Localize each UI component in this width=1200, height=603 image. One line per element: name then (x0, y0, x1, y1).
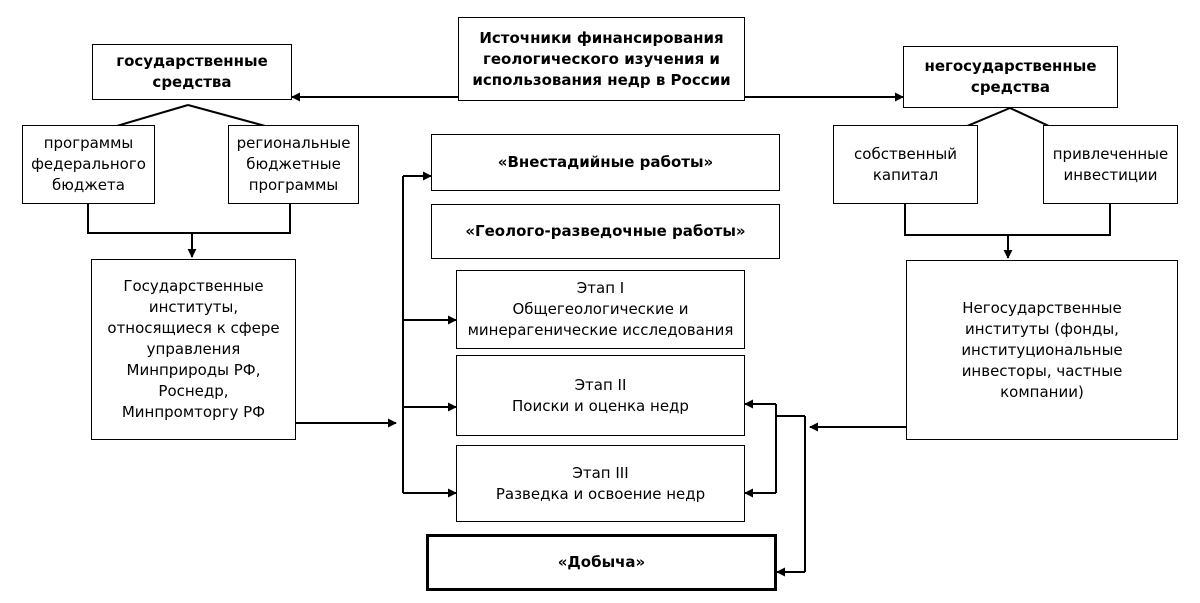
geo-exploration-works-box: «Геолого-разведочные работы» (431, 204, 780, 259)
regional-budget-programs-box: региональные бюджетные программы (228, 125, 359, 204)
state-funds-box: государственные средства (92, 44, 292, 100)
stage2-box: Этап II Поиски и оценка недр (456, 355, 745, 436)
production-box: «Добыча» (426, 534, 777, 591)
attracted-investments-box: привлеченные инвестиции (1043, 125, 1178, 204)
root-financing-sources-box: Источники финансирования геологического … (458, 17, 745, 101)
nonstate-institutes-box: Негосударственные институты (фонды, инст… (906, 260, 1178, 440)
stage1-box: Этап I Общегеологические и минерагеничес… (456, 270, 745, 349)
connector-programs-merge (87, 204, 291, 234)
federal-budget-programs-box: программы федерального бюджета (22, 125, 155, 204)
nonstate-funds-box: негосударственные средства (903, 46, 1118, 108)
stage3-box: Этап III Разведка и освоение недр (456, 445, 745, 522)
own-capital-box: собственный капитал (833, 125, 978, 204)
extra-stage-works-box: «Внестадийные работы» (431, 134, 780, 191)
state-institutes-box: Государственные институты, относящиеся к… (91, 259, 296, 440)
connector-nonstate-merge (904, 204, 1111, 236)
